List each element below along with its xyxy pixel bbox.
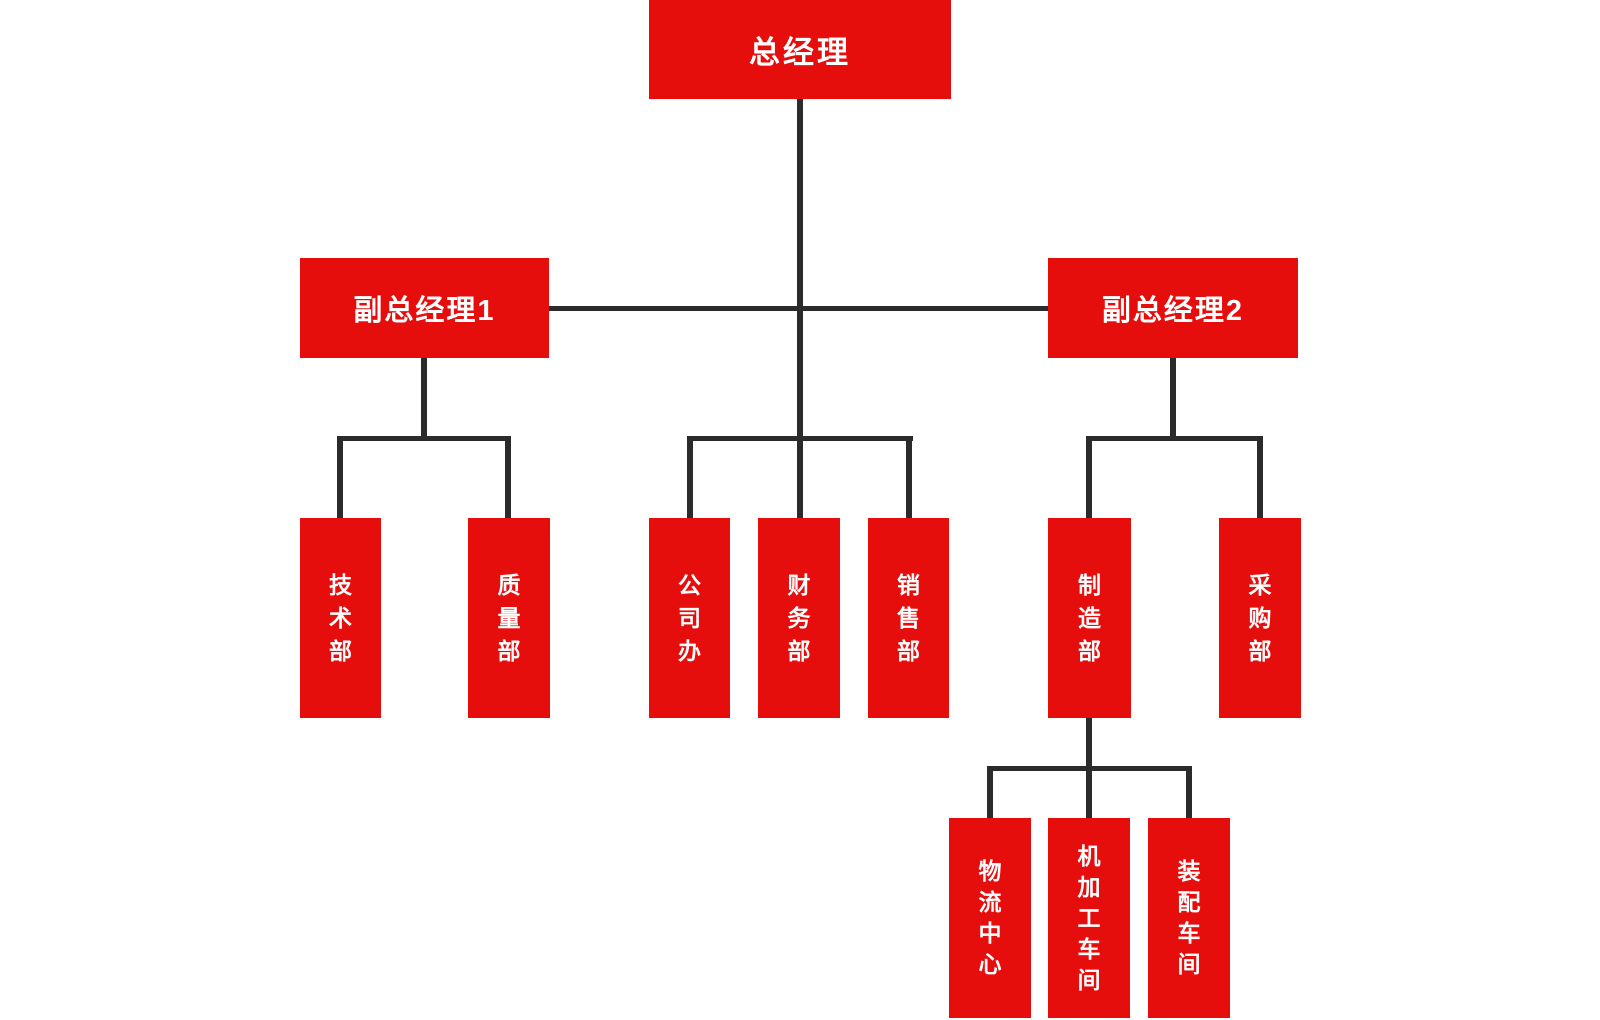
connector-quality-stub [505, 436, 511, 518]
node-deputy-gm-2-label: 副总经理2 [1101, 295, 1245, 327]
connector-technology-stub [337, 436, 343, 518]
connector-manufacturing-stub [1086, 436, 1092, 518]
node-finance-dept-label: 财 务 部 [787, 571, 811, 664]
connector-assembly-stub [1186, 766, 1192, 818]
node-machining-workshop-label: 机 加 工 车 间 [1077, 842, 1101, 993]
connector-logistics-stub [987, 766, 993, 818]
node-sales-dept-label: 销 售 部 [897, 571, 920, 664]
node-company-office-label: 公 司 办 [678, 571, 701, 664]
connector-deputy1-drop [421, 358, 427, 441]
node-quality-dept-label: 质 量 部 [497, 571, 521, 664]
connector-company-office-stub [687, 436, 693, 518]
node-company-office: 公 司 办 [649, 518, 730, 718]
node-logistics-center: 物 流 中 心 [949, 818, 1031, 1018]
connector-purchasing-stub [1257, 436, 1263, 518]
node-assembly-workshop-label: 装 配 车 间 [1177, 858, 1201, 977]
node-general-manager: 总经理 [649, 0, 951, 99]
node-finance-dept: 财 务 部 [758, 518, 840, 718]
connector-middle-group-horizontal [687, 436, 913, 441]
node-purchasing-dept-label: 采 购 部 [1248, 571, 1272, 664]
node-deputy-gm-2: 副总经理2 [1048, 258, 1298, 358]
node-technology-dept: 技 术 部 [300, 518, 381, 718]
connector-right-group-horizontal [1086, 436, 1263, 441]
node-purchasing-dept: 采 购 部 [1219, 518, 1301, 718]
connector-root-vertical [797, 99, 803, 518]
node-deputy-gm-1-label: 副总经理1 [353, 295, 496, 327]
connector-deputy2-drop [1170, 358, 1176, 441]
node-sales-dept: 销 售 部 [868, 518, 949, 718]
connector-sales-stub [906, 436, 912, 518]
connector-left-group-horizontal [337, 436, 511, 441]
connector-workshop-horizontal [987, 766, 1192, 771]
node-technology-dept-label: 技 术 部 [329, 571, 352, 664]
node-assembly-workshop: 装 配 车 间 [1148, 818, 1230, 1018]
node-manufacturing-dept: 制 造 部 [1048, 518, 1131, 718]
node-general-manager-label: 总经理 [749, 35, 851, 70]
node-manufacturing-dept-label: 制 造 部 [1078, 571, 1101, 664]
node-deputy-gm-1: 副总经理1 [300, 258, 549, 358]
node-machining-workshop: 机 加 工 车 间 [1048, 818, 1130, 1018]
node-quality-dept: 质 量 部 [468, 518, 550, 718]
node-logistics-center-label: 物 流 中 心 [978, 858, 1002, 977]
